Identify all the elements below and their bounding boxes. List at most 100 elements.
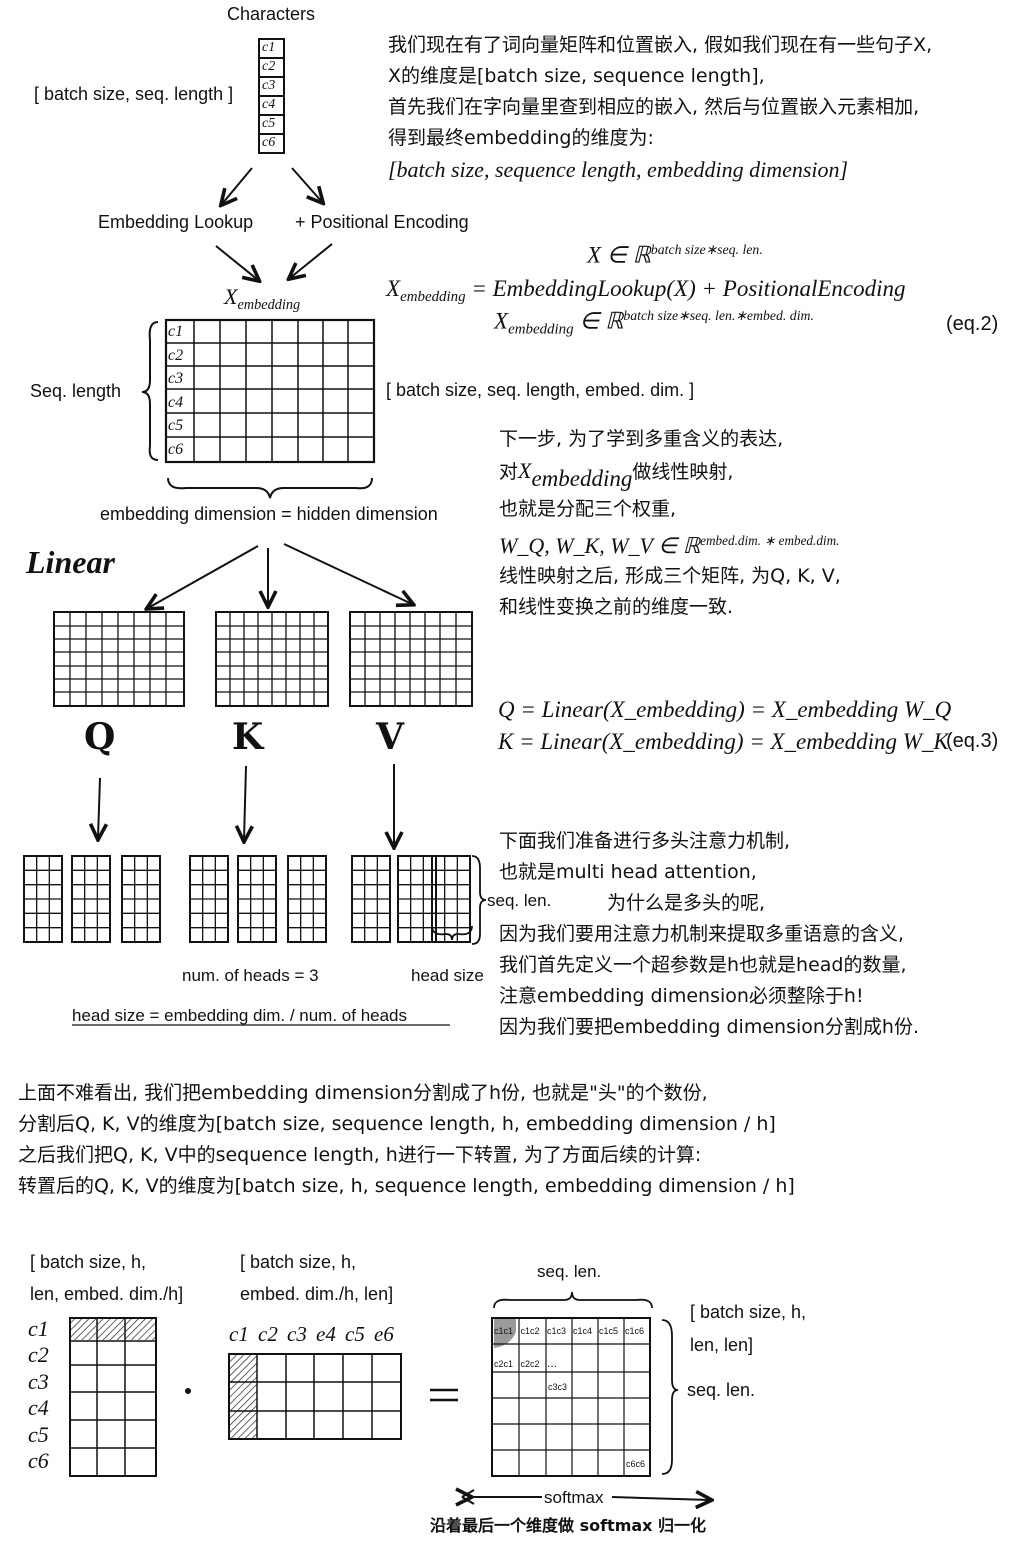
head-subgrid	[189, 855, 229, 943]
linear-line: 也就是分配三个权重,	[499, 498, 677, 521]
k-grid	[215, 611, 329, 707]
row-label: c5	[168, 417, 184, 434]
attention-cell: c2c1	[494, 1359, 514, 1369]
attention-row2: c2c1 c2c2...	[494, 1356, 573, 1370]
batch-seq-label: [ batch size, seq. length ]	[34, 84, 234, 104]
row-label: c2	[28, 1342, 49, 1368]
attention-cell-c6c6: c6c6	[626, 1459, 646, 1469]
multihead-paragraph: 下面我们准备进行多头注意力机制, 也就是multi head attention…	[499, 826, 919, 1043]
transpose-paragraph: 上面不难看出, 我们把embedding dimension分割成了h份, 也就…	[18, 1078, 795, 1202]
k-letter: K	[232, 716, 264, 758]
row-label: c1	[168, 323, 184, 340]
row-label: c6	[28, 1448, 49, 1474]
char-label: c2	[262, 59, 276, 74]
head-subgrid	[351, 855, 391, 943]
embedding-matrix	[164, 318, 376, 464]
attention-dims-label: [ batch size, h, len, len]	[690, 1302, 807, 1355]
attention-cell: c1c6	[625, 1326, 645, 1336]
attention-cell: c1c5	[599, 1326, 619, 1336]
row-label: c4	[168, 393, 184, 411]
q-letter: Q	[84, 716, 116, 758]
row-label: c3	[28, 1368, 49, 1394]
col-label: c1	[229, 1322, 249, 1346]
head-grids	[23, 855, 471, 943]
attention-cell-c3c3: c3c3	[548, 1382, 568, 1392]
intro-line: 首先我们在字向量里查到相应的嵌入, 然后与位置嵌入元素相加,	[388, 96, 920, 118]
multihead-line: 注意embedding dimension必须整除于h!	[499, 985, 864, 1007]
embedding-equation: Xembedding = EmbeddingLookup(X) + Positi…	[386, 276, 906, 306]
linear-paragraph: 下一步, 为了学到多重含义的表达, 对Xembedding做线性映射, 也就是分…	[499, 424, 841, 623]
lookup-arrows	[215, 167, 333, 280]
transpose-line: 分割后Q, K, V的维度为[batch size, sequence leng…	[18, 1113, 776, 1135]
col-label: c5	[345, 1322, 365, 1346]
attention-cell: c1c3	[547, 1326, 567, 1336]
matrix-q	[69, 1317, 157, 1477]
positional-encoding-label: + Positional Encoding	[295, 212, 469, 232]
multihead-line: 也就是multi head attention,	[499, 861, 757, 883]
eq3-tag: (eq.3)	[946, 730, 999, 752]
head-subgrid	[23, 855, 63, 943]
seq-len-label: seq. len.	[487, 891, 552, 910]
characters-label: Characters	[227, 4, 316, 24]
multihead-line: 因为我们要把embedding dimension分割成h份.	[499, 1016, 919, 1038]
equals-symbol	[430, 1388, 458, 1402]
num-heads-label: num. of heads = 3	[182, 966, 319, 985]
multihead-line: 下面我们准备进行多头注意力机制,	[499, 830, 791, 852]
head-subgrid	[121, 855, 161, 943]
attention-cell: c2c2	[520, 1359, 540, 1369]
head-subgrid	[431, 855, 471, 943]
intro-line: 我们现在有了词向量矩阵和位置嵌入, 假如我们现在有一些句子X,	[388, 34, 933, 56]
char-label: c6	[262, 135, 276, 150]
softmax-arrow	[462, 1490, 710, 1504]
multihead-line: 我们首先定义一个超参数是h也就是head的数量,	[499, 954, 907, 976]
transpose-line: 之后我们把Q, K, V中的sequence length, h进行一下转置, …	[18, 1144, 702, 1166]
head-subgrid	[237, 855, 277, 943]
linear-line: 下一步, 为了学到多重含义的表达,	[499, 428, 784, 450]
linear-arrows	[148, 543, 412, 608]
head-subgrid	[71, 855, 111, 943]
multihead-line: 为什么是多头的呢,	[607, 892, 766, 914]
linear-line: 和线性变换之前的维度一致.	[499, 595, 734, 618]
intro-paragraph: 我们现在有了词向量矩阵和位置嵌入, 假如我们现在有一些句子X, X的维度是[ba…	[388, 30, 932, 185]
col-label: c3	[287, 1322, 307, 1346]
eq2-tag: (eq.2)	[946, 313, 999, 335]
qkv-grids	[53, 611, 473, 707]
q-equation: Q = Linear(X_embedding) = X_embedding W_…	[498, 697, 952, 722]
intro-line: [batch size, sequence length, embedding …	[388, 157, 849, 182]
seq-length-label: Seq. length	[30, 381, 122, 401]
transpose-line: 转置后的Q, K, V的维度为[batch size, h, sequence …	[18, 1175, 795, 1197]
attention-top-label: seq. len.	[537, 1262, 602, 1281]
softmax-caption: 沿着最后一个维度做 softmax 归一化	[430, 1516, 707, 1535]
char-label: c1	[262, 40, 276, 55]
head-size-formula: head size = embedding dim. / num. of hea…	[72, 1006, 408, 1025]
attention-cell: ...	[547, 1356, 558, 1370]
intro-line: X的维度是[batch size, sequence length],	[388, 65, 765, 87]
row-label: c1	[28, 1316, 49, 1341]
intro-line: 得到最终embedding的维度为:	[388, 127, 654, 149]
embedding-dims-label: [ batch size, seq. length, embed. dim. ]	[386, 380, 695, 400]
qk-equations: Q = Linear(X_embedding) = X_embedding W_…	[498, 694, 951, 758]
attention-cell: c1c1	[494, 1326, 514, 1336]
attention-matrix	[491, 1317, 651, 1477]
row-label: c3	[168, 370, 184, 387]
q-grid	[53, 611, 185, 707]
head-size-label: head size	[411, 966, 484, 985]
char-column	[258, 38, 285, 154]
row-label: c2	[168, 346, 184, 364]
transpose-line: 上面不难看出, 我们把embedding dimension分割成了h份, 也就…	[18, 1082, 708, 1104]
linear-line: 对Xembedding做线性映射,	[499, 458, 734, 492]
split-arrows	[98, 764, 394, 846]
linear-line: W_Q, W_K, W_V ∈ ℝembed.dim. ∗ embed.dim.	[499, 532, 840, 558]
head-subgrid	[287, 855, 327, 943]
x-domain-equation: X ∈ ℝbatch size∗seq. len.	[587, 242, 763, 268]
linear-line: 线性映射之后, 形成三个矩阵, 为Q, K, V,	[499, 564, 841, 587]
v-letter: V	[376, 716, 404, 758]
linear-label: Linear	[26, 544, 115, 580]
bottom-row-labels: c1 c2 c3 c4 c5 c6	[28, 1316, 49, 1474]
embedding-domain-equation: Xembedding ∈ ℝbatch size∗seq. len.∗embed…	[494, 308, 814, 338]
matrix-row-labels: c1 c2 c3 c4 c5 c6	[168, 320, 183, 461]
head-subgrid	[397, 855, 437, 943]
k-equation: K = Linear(X_embedding) = X_embedding W_…	[498, 729, 949, 754]
